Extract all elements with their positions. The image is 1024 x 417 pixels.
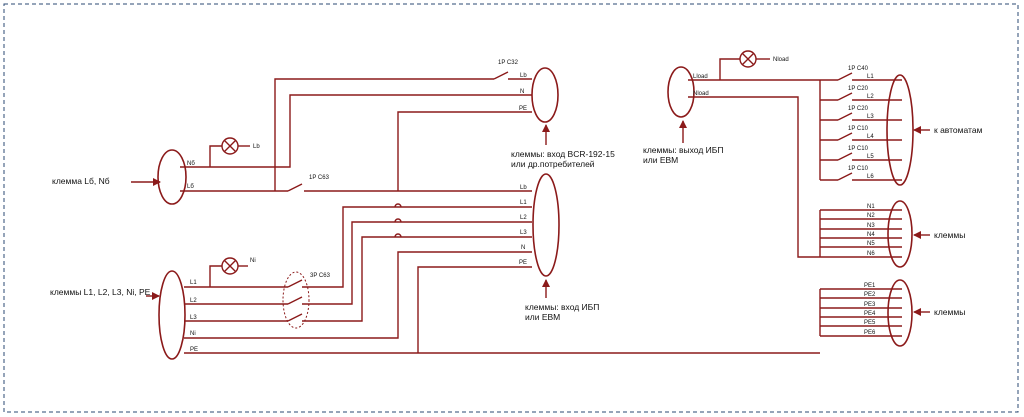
pe-label-pe2: PE2 <box>864 292 876 298</box>
lamp-nload-label: Nload <box>773 57 789 63</box>
automat-label-l2: L2 <box>867 94 874 100</box>
pe-label-pe4: PE4 <box>864 311 876 317</box>
ups-in-label-n: N <box>521 245 525 251</box>
mains-label-l3: L3 <box>190 315 197 321</box>
pe-terminals: клеммы PE1 PE2 PE3 PE4 PE5 PE6 <box>864 279 965 347</box>
mains-input-caption: клеммы L1, L2, L3, Ni, PE <box>50 287 151 297</box>
terminal-label-lb: Lб <box>187 184 194 190</box>
feeder-breaker-1-label: 1P C40 <box>848 66 869 72</box>
feeder-breaker-2-label: 1P C20 <box>848 86 869 92</box>
feeder-breaker-6-label: 1P C10 <box>848 166 869 172</box>
neutral-label-n1: N1 <box>867 204 875 210</box>
lamp-ni-icon <box>221 257 239 275</box>
page-frame <box>3 3 1019 413</box>
bypass-input-terminal: клемма Lб, Nб Nб Lб <box>52 149 195 205</box>
neutral-label-n5: N5 <box>867 241 875 247</box>
terminal-label-nb: Nб <box>187 161 195 167</box>
mains-label-ni: Ni <box>190 331 196 337</box>
breaker-3p-c63-label: 3P C63 <box>310 273 331 279</box>
ups-in-label-l3: L3 <box>520 230 527 236</box>
automats-terminal: к автоматам L1 L2 L3 L4 L5 L6 <box>867 74 983 186</box>
mains-label-pe: PE <box>190 347 198 353</box>
bypass-out-label-pe: PE <box>519 106 527 112</box>
ups-input-terminal: Lb L1 L2 L3 N PE клеммы: вход ИБП или EB… <box>519 173 599 322</box>
neutral-label-n6: N6 <box>867 251 875 257</box>
ups-out-label-lload: Lload <box>693 74 708 80</box>
bypass-output-terminal: Lb N PE клеммы: вход BCR-192-15 или др.п… <box>511 67 615 169</box>
pe-label-pe1: PE1 <box>864 283 876 289</box>
neutral-terminals: клеммы N1 N2 N3 N4 N5 N6 <box>867 200 965 268</box>
pe-label-pe5: PE5 <box>864 320 876 326</box>
lamp-lb-label: Lb <box>253 144 260 150</box>
bypass-out-label-lb: Lb <box>520 73 527 79</box>
breaker-lb-c63-icon <box>287 183 303 192</box>
ups-out-label-nload: Nload <box>693 91 709 97</box>
automat-label-l5: L5 <box>867 154 874 160</box>
ups-in-caption-2: или EBM <box>525 312 560 322</box>
ups-output-terminal: Lload Nload клеммы: выход ИБП или EBM <box>643 66 723 165</box>
ups-in-caption-1: клеммы: вход ИБП <box>525 302 599 312</box>
feeder-breakers-icon <box>837 72 853 181</box>
pe-label-pe3: PE3 <box>864 302 876 308</box>
ups-out-caption-1: клеммы: выход ИБП <box>643 145 723 155</box>
ups-in-label-l1: L1 <box>520 200 527 206</box>
pe-terminals-caption: клеммы <box>934 307 965 317</box>
mains-input-terminal: клеммы L1, L2, L3, Ni, PE L1 L2 L3 Ni PE <box>50 270 198 360</box>
automat-label-l1: L1 <box>867 74 874 80</box>
automat-label-l3: L3 <box>867 114 874 120</box>
feeder-breaker-5-label: 1P C10 <box>848 146 869 152</box>
ups-out-caption-2: или EBM <box>643 155 678 165</box>
automat-label-l6: L6 <box>867 174 874 180</box>
neutral-terminals-caption: клеммы <box>934 230 965 240</box>
breaker-3p-c63-icon <box>282 271 310 329</box>
ups-in-label-pe: PE <box>519 260 527 266</box>
ups-in-label-lb: Lb <box>520 185 527 191</box>
mains-label-l1: L1 <box>190 280 197 286</box>
breaker-c32-icon <box>493 71 532 80</box>
lamp-lb-icon <box>221 137 239 155</box>
automat-label-l4: L4 <box>867 134 874 140</box>
pe-label-pe6: PE6 <box>864 330 876 336</box>
breaker-c32-label: 1P C32 <box>498 60 519 66</box>
automats-caption: к автоматам <box>934 125 983 135</box>
bypass-input-caption: клемма Lб, Nб <box>52 176 110 186</box>
bypass-out-caption-2: или др.потребителей <box>511 159 595 169</box>
ups-in-label-l2: L2 <box>520 215 527 221</box>
feeder-breaker-4-label: 1P C10 <box>848 126 869 132</box>
neutral-label-n4: N4 <box>867 232 875 238</box>
feeder-breaker-3-label: 1P C20 <box>848 106 869 112</box>
neutral-label-n2: N2 <box>867 213 875 219</box>
bypass-out-label-n: N <box>520 89 524 95</box>
mains-label-l2: L2 <box>190 298 197 304</box>
bypass-out-caption-1: клеммы: вход BCR-192-15 <box>511 149 615 159</box>
neutral-label-n3: N3 <box>867 223 875 229</box>
breaker-lb-c63-label: 1P C63 <box>309 175 330 181</box>
lamp-nload-icon <box>739 50 757 68</box>
lamp-ni-label: Ni <box>250 258 256 264</box>
